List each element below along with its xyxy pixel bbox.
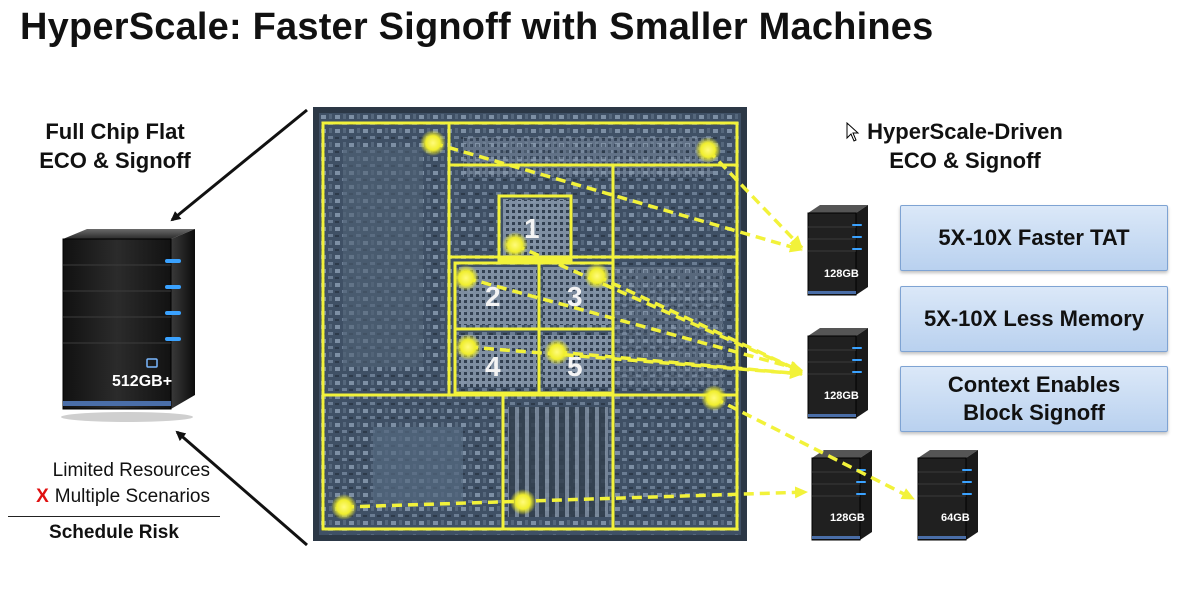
- large-server-icon: [61, 229, 195, 422]
- server-128gb-middle-icon: [807, 328, 868, 419]
- arrow-from-large-server: [175, 430, 308, 547]
- slide-title: HyperScale: Faster Signoff with Smaller …: [20, 6, 934, 48]
- server-128gb-top-icon: [807, 205, 868, 296]
- risk-line-limited: Limited Resources: [52, 460, 210, 481]
- server-64gb-icon: [917, 450, 978, 541]
- benefit-block-signoff-line2: Block Signoff: [963, 400, 1105, 425]
- right-heading-line1: HyperScale-Driven: [867, 119, 1063, 144]
- server-64gb-label: 64GB: [941, 512, 970, 524]
- left-heading: Full Chip Flat ECO & Signoff: [20, 117, 210, 175]
- benefit-less-memory: 5X-10X Less Memory: [900, 286, 1168, 352]
- multiply-x-mark: X: [36, 486, 49, 507]
- large-server-label: 512GB+: [112, 373, 173, 390]
- risk-line-multiple-text: Multiple Scenarios: [54, 486, 210, 507]
- left-heading-line1: Full Chip Flat: [45, 119, 185, 144]
- server-128gb-bottom-label: 128GB: [830, 512, 865, 524]
- benefit-block-signoff: Context Enables Block Signoff: [900, 366, 1168, 432]
- block-number-2: 2: [485, 281, 501, 312]
- benefit-block-signoff-line1: Context Enables: [947, 372, 1121, 397]
- server-128gb-middle-label: 128GB: [824, 390, 859, 402]
- mouse-pointer-icon: [846, 122, 860, 142]
- block-number-4: 4: [485, 351, 501, 382]
- right-heading: HyperScale-Driven ECO & Signoff: [820, 117, 1110, 175]
- risk-result: Schedule Risk: [49, 522, 179, 543]
- right-heading-line2: ECO & Signoff: [889, 148, 1041, 173]
- block-number-5: 5: [567, 351, 583, 382]
- left-heading-line2: ECO & Signoff: [39, 148, 191, 173]
- block-number-1: 1: [524, 213, 540, 244]
- risk-divider: [8, 516, 220, 517]
- server-128gb-top-label: 128GB: [824, 268, 859, 280]
- benefit-faster-tat: 5X-10X Faster TAT: [900, 205, 1168, 271]
- block-number-3: 3: [567, 281, 583, 312]
- arrow-to-large-server: [170, 108, 308, 222]
